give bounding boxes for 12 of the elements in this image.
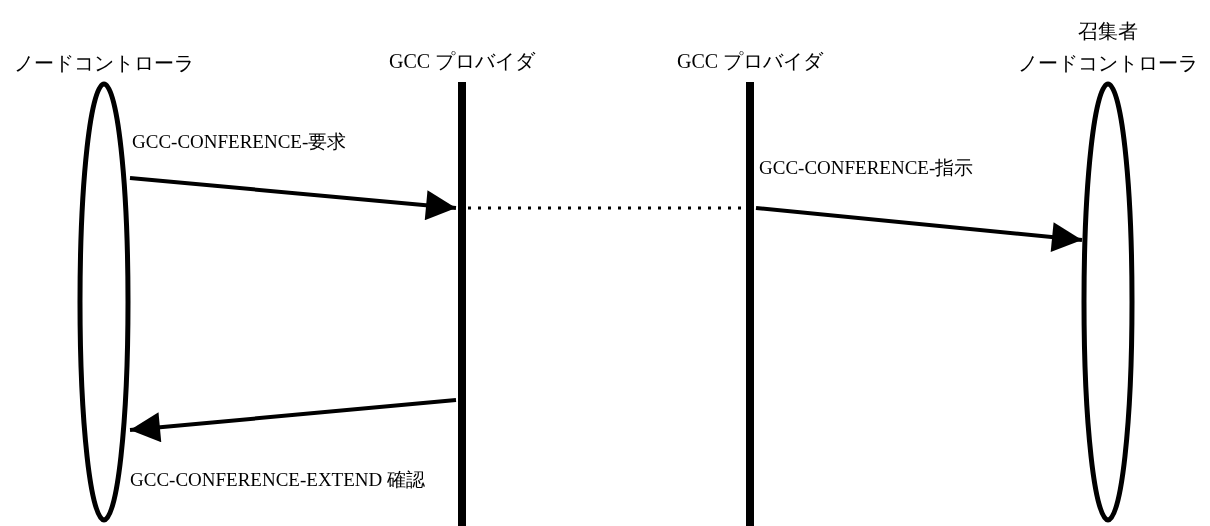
lifeline-heading: ノードコントローラ: [1018, 51, 1198, 76]
arrow: [129, 176, 457, 221]
lifeline-heading: ノードコントローラ: [14, 51, 194, 76]
edge-label: GCC-CONFERENCE-EXTEND 確認: [128, 468, 428, 492]
edge-label: GCC-CONFERENCE-指示: [757, 156, 976, 180]
lifeline-heading: GCC プロバイダ: [676, 49, 824, 74]
dotted-line: [468, 206, 744, 210]
arrow: [755, 206, 1083, 252]
lifeline-heading: GCC プロバイダ: [388, 49, 536, 74]
lifeline-heading: 召集者: [1078, 19, 1138, 44]
arrow: [129, 398, 457, 443]
edge-label: GCC-CONFERENCE-要求: [130, 130, 349, 154]
